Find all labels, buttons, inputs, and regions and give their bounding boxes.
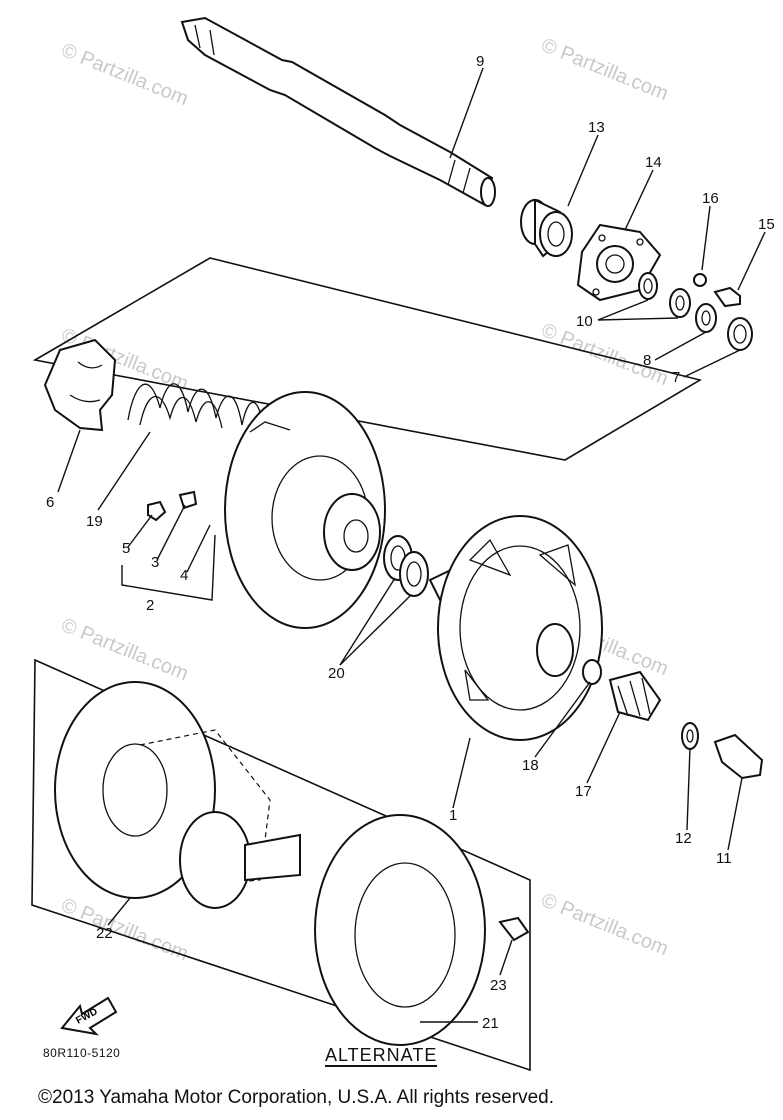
callout-14: 14 — [645, 154, 662, 171]
part-11-bolt — [713, 733, 764, 780]
callout-18: 18 — [522, 757, 539, 774]
assembly-outline — [32, 257, 703, 461]
part-20-washers — [383, 535, 429, 597]
part-12-washer — [681, 722, 699, 750]
diagram-code: 80R110-5120 — [43, 1046, 121, 1060]
callout-22: 22 — [96, 925, 113, 942]
watermark: © Partzilla.com — [58, 39, 191, 110]
part-8-washer — [695, 303, 717, 333]
watermark: © Partzilla.com — [538, 34, 671, 105]
copyright-notice: ©2013 Yamaha Motor Corporation, U.S.A. A… — [38, 1087, 554, 1108]
leader-lines — [57, 67, 766, 1023]
callout-12: 12 — [675, 830, 692, 847]
part-15-bolt — [713, 286, 741, 308]
callout-19: 19 — [86, 513, 103, 530]
callout-2: 2 — [146, 597, 154, 614]
part-18-collar — [582, 659, 602, 685]
callout-7: 7 — [672, 369, 680, 386]
alternate-label: ALTERNATE — [325, 1045, 438, 1067]
part-6-cam — [43, 338, 117, 432]
alternate-outline — [31, 658, 531, 1072]
fwd-arrow-icon: FWD — [60, 996, 118, 1036]
callout-10: 10 — [576, 313, 593, 330]
part-1-fixed-sheave — [428, 515, 603, 741]
part-3-slider — [178, 490, 198, 510]
callout-13: 13 — [588, 119, 605, 136]
watermark: © Partzilla.com — [538, 889, 671, 960]
part-19-spring — [127, 383, 265, 431]
part-9-shaft — [180, 16, 496, 207]
watermark: © Partzilla.com — [58, 614, 191, 685]
callout-8: 8 — [643, 352, 651, 369]
callout-6: 6 — [46, 494, 54, 511]
part-7-seal — [727, 317, 753, 351]
callout-17: 17 — [575, 783, 592, 800]
callout-23: 23 — [490, 977, 507, 994]
part-moving-sheave — [224, 391, 386, 629]
part-16-nut — [693, 273, 707, 287]
callout-16: 16 — [702, 190, 719, 207]
callout-20: 20 — [328, 665, 345, 682]
callout-9: 9 — [476, 53, 484, 70]
callout-labels: 9 13 14 16 15 10 8 7 6 19 5 3 4 2 20 18 … — [46, 53, 775, 1032]
callout-5: 5 — [122, 540, 130, 557]
callout-15: 15 — [758, 216, 775, 233]
callout-1: 1 — [449, 807, 457, 824]
callout-4: 4 — [180, 567, 188, 584]
callout-11: 11 — [716, 850, 732, 867]
callout-21: 21 — [482, 1015, 499, 1032]
part-10-washers — [638, 272, 691, 318]
part-17-spring — [608, 670, 662, 722]
alternate-sheave-assembly — [54, 681, 530, 1046]
part-13-bearing — [520, 198, 573, 258]
callout-3: 3 — [151, 554, 159, 571]
